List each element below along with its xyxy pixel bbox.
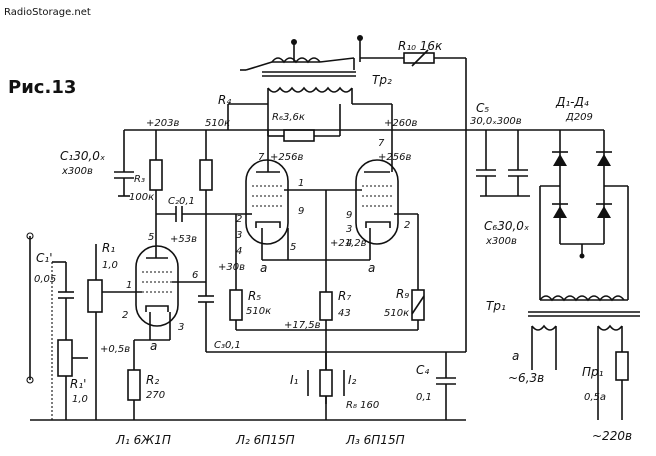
pin-a3: а <box>368 261 375 275</box>
tube-l1 <box>124 236 206 340</box>
label-r4: R₄ <box>218 93 231 107</box>
pin-7-l3: 7 <box>378 138 385 149</box>
label-v212: +21,2в <box>330 238 367 249</box>
potentiometer-r1-prime <box>57 339 73 377</box>
pin-9-l2: 9 <box>298 206 304 217</box>
label-r1: R₁ <box>102 241 115 255</box>
pin-6: 6 <box>192 270 198 281</box>
label-d1-d4: Д₁-Д₄ <box>555 95 589 109</box>
label-v256b: +256в <box>378 152 411 163</box>
label-c3: C₃0,1 <box>214 340 241 351</box>
label-v175: +17,5в <box>284 320 321 331</box>
label-v30: +30в <box>218 262 245 273</box>
label-r9: R₉ <box>396 287 409 301</box>
label-r4-value: 510к <box>205 118 230 129</box>
power-transformer-tr1 <box>528 295 640 420</box>
label-c6: C₆30,0ₓ <box>484 219 529 233</box>
tube-l3 <box>326 130 418 260</box>
resistor-r8 <box>319 369 333 397</box>
label-r2: R₂ <box>146 373 159 387</box>
label-c4-value: 0,1 <box>416 392 432 403</box>
label-secondary-voltage: ~6,3в <box>508 371 544 385</box>
label-c1-prime-value: 0,05 <box>34 274 56 285</box>
label-r1-prime-value: 1,0 <box>72 394 88 405</box>
label-diode-type: Д209 <box>565 112 593 123</box>
watermark: RadioStorage.net <box>4 7 91 18</box>
label-l3: Л₃ 6П15П <box>345 433 405 447</box>
label-r6: R₆3,6к <box>272 112 305 123</box>
label-c6-voltage: х300в <box>485 236 517 247</box>
label-r10: R₁₀ 16к <box>398 39 443 53</box>
pin-2-l2: 2 <box>236 214 242 225</box>
label-v53: +53в <box>170 234 197 245</box>
label-r7-value: 43 <box>338 308 351 319</box>
pin-5-l2: 5 <box>290 242 296 253</box>
label-tr2: Тр₂ <box>372 73 392 87</box>
label-c2: C₂0,1 <box>168 196 195 207</box>
potentiometer-r1 <box>87 279 103 313</box>
pin-a1: а <box>150 339 157 353</box>
label-c1: C₁30,0ₓ <box>60 149 105 163</box>
label-c1-voltage: х300в <box>61 166 93 177</box>
output-transformer-tr2 <box>240 35 363 93</box>
label-r5-value: 510к <box>246 306 271 317</box>
resistor-r4 <box>199 159 213 191</box>
pin-3: 3 <box>178 322 184 333</box>
label-c1-prime: C₁' <box>36 251 53 265</box>
pin-1: 1 <box>126 280 132 291</box>
label-r9-value: 510к <box>384 308 409 319</box>
label-r3-value: 100к <box>129 192 154 203</box>
pin-4-l3: 4 <box>346 238 352 249</box>
pin-a2: а <box>260 261 267 275</box>
label-c5: C₅ <box>476 101 489 115</box>
pin-2-l3: 2 <box>404 220 410 231</box>
label-secondary-a: а <box>512 349 519 363</box>
pin-5: 5 <box>148 232 154 243</box>
label-tr1: Тр₁ <box>486 299 506 313</box>
label-r3: R₃ <box>134 174 145 185</box>
label-r1-value: 1,0 <box>102 260 118 271</box>
pin-7-l2: 7 <box>258 152 265 163</box>
tube-l2 <box>245 130 326 260</box>
label-r1-prime: R₁' <box>70 377 86 391</box>
label-r7: R₇ <box>338 289 351 303</box>
label-v203: +203в <box>146 118 179 129</box>
pin-1-l2: 1 <box>298 178 304 189</box>
label-v256a: +256в <box>270 152 303 163</box>
label-l2: Л₂ 6П15П <box>235 433 295 447</box>
label-mains: ~220в <box>592 429 632 443</box>
resistor-r5 <box>229 289 243 321</box>
label-r5: R₅ <box>248 289 261 303</box>
pin-2: 2 <box>122 310 128 321</box>
pin-4-l2: 4 <box>236 246 242 257</box>
label-fuse: Пр₁ <box>582 365 604 379</box>
pin-9-l3: 9 <box>346 210 352 221</box>
fuse-pr1 <box>615 351 629 381</box>
pin-3-l3: 3 <box>346 224 352 235</box>
label-v260: +260в <box>384 118 417 129</box>
label-v05: +0,5в <box>100 344 130 355</box>
label-l1: Л₁ 6Ж1П <box>115 433 171 447</box>
resistor-r7 <box>319 291 333 321</box>
label-r2-value: 270 <box>146 390 165 401</box>
pin-3-l2: 3 <box>236 230 242 241</box>
label-r8: R₈ 160 <box>346 400 379 411</box>
resistor-r2 <box>127 369 141 401</box>
resistor-r6 <box>283 129 315 142</box>
label-fuse-value: 0,5а <box>584 392 606 403</box>
label-c4: C₄ <box>416 363 429 377</box>
label-c5-value: 30,0ₓ300в <box>470 116 522 127</box>
label-j2: I₂ <box>348 373 357 387</box>
figure-title: Рис.13 <box>8 77 76 98</box>
label-j1: I₁ <box>290 373 299 387</box>
rectifier-bridge <box>539 129 629 300</box>
resistor-r3 <box>149 159 163 191</box>
